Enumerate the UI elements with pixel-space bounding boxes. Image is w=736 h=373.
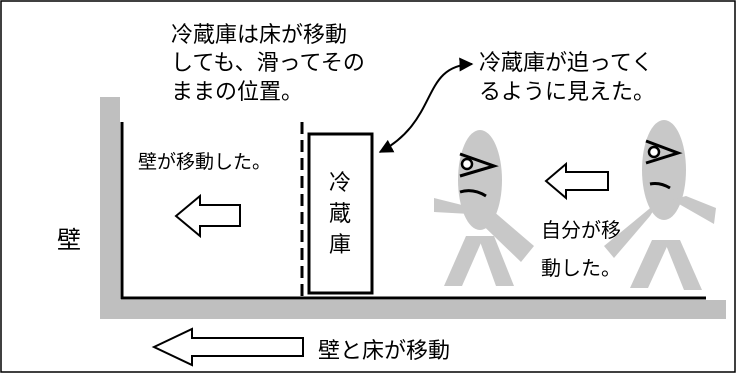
left-arrow-icon	[544, 161, 609, 201]
floor-gray	[100, 300, 726, 319]
fridge-note-line2: しても、滑ってその	[171, 51, 365, 76]
fridge-char-3: 庫	[329, 233, 351, 258]
approach-note-line1: 冷蔵庫が迫ってく	[479, 51, 653, 76]
fridge-note-line3: ままの位置。	[171, 80, 303, 105]
person-figure-left	[434, 130, 534, 286]
figure-body	[604, 120, 716, 290]
left-arrow-icon	[174, 193, 241, 239]
fridge-note-line1: 冷蔵庫は床が移動	[171, 23, 347, 48]
self-moved-line1: 自分が移	[541, 218, 621, 242]
wall-label: 壁	[57, 226, 81, 254]
eye-icon	[459, 152, 499, 178]
fridge-char-1: 冷	[329, 171, 351, 196]
wall-moved-label: 壁が移動した。	[138, 151, 271, 173]
left-arrow-icon	[151, 327, 304, 367]
wall-floor-moved-label: 壁と床が移動	[318, 339, 450, 364]
mouth-icon	[459, 189, 487, 198]
wall-gray	[100, 97, 120, 319]
eye-icon	[645, 139, 683, 165]
fridge-box	[307, 132, 374, 295]
self-moved-line2: 動した。	[541, 256, 621, 280]
mouth-icon	[649, 182, 671, 190]
fridge-char-2: 蔵	[329, 202, 351, 227]
wall-floor-line	[120, 122, 706, 300]
person-figure-right	[604, 120, 716, 290]
figure-body	[434, 130, 534, 286]
approach-note-line2: るように見えた。	[479, 80, 655, 105]
curved-double-arrow-icon	[378, 57, 474, 153]
